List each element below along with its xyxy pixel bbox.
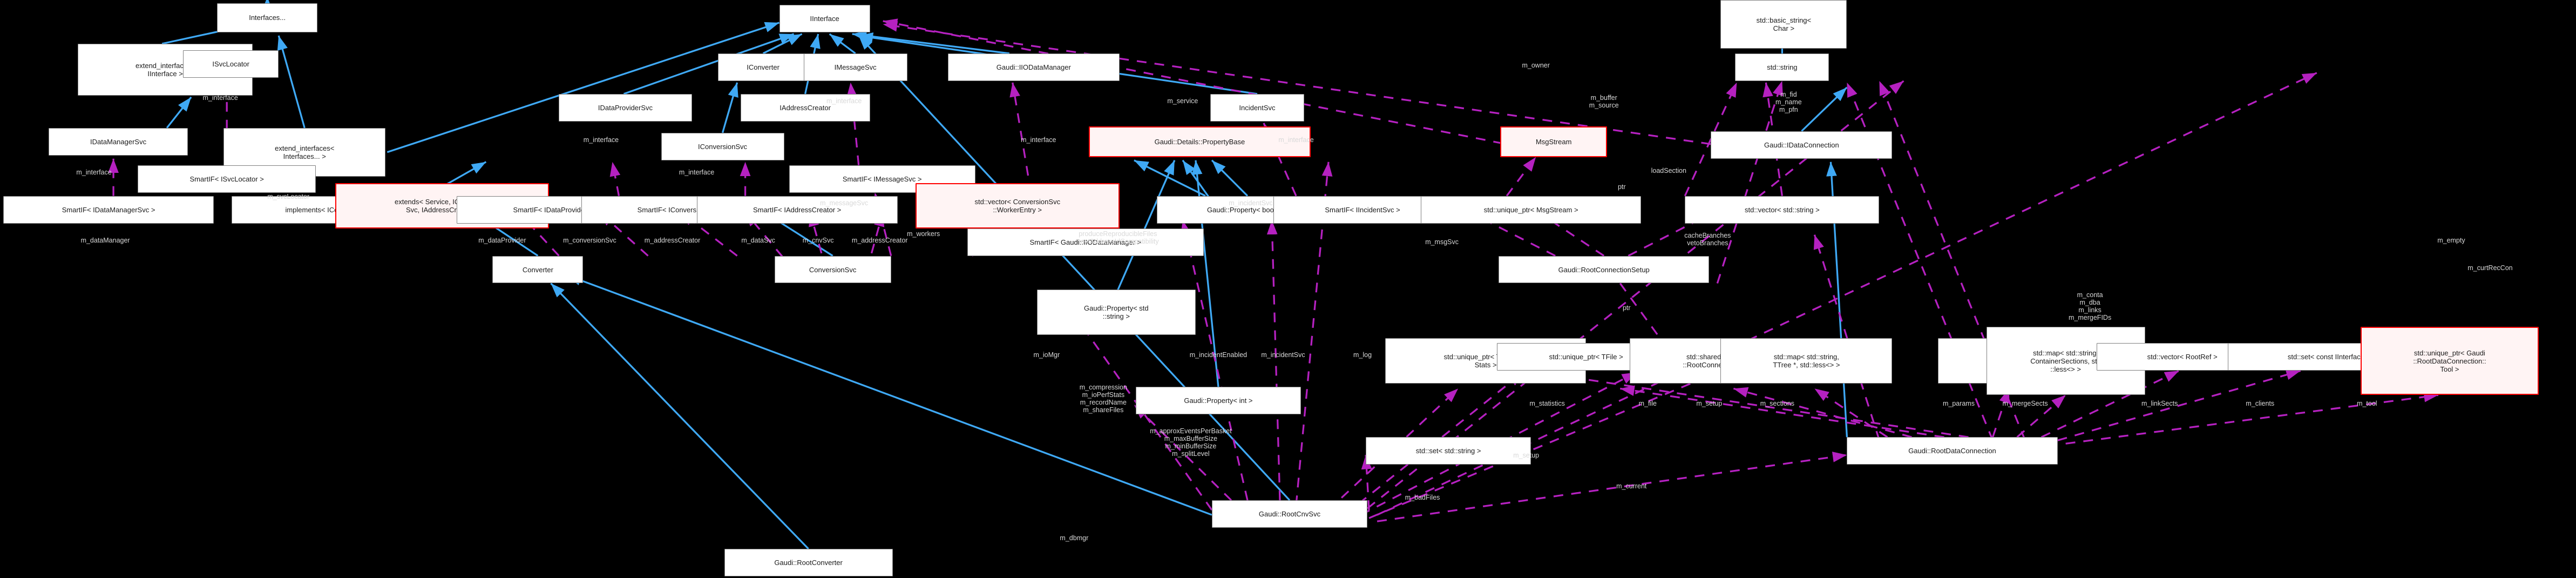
class-node[interactable]: MsgStream (1500, 126, 1608, 157)
edge-label: m_compression m_ioPerfStats m_recordName… (1079, 384, 1127, 414)
edge-label: m_conversionSvc (563, 236, 616, 244)
edge-label: m_dbmgr (1060, 534, 1089, 542)
class-node[interactable]: std::string (1735, 53, 1829, 81)
class-node[interactable]: Gaudi::RootDataConnection (1847, 437, 2058, 465)
class-node[interactable]: Gaudi::Details::PropertyBase (1088, 126, 1311, 157)
edge-label: ptr (1622, 304, 1631, 312)
class-node[interactable]: IInterface (779, 4, 870, 32)
edge-label: m_setup (1513, 452, 1540, 460)
edge-label: m_incidentSvc (1261, 351, 1305, 359)
edge-label: produceReproducibleFiles nextAddressIdCo… (1077, 230, 1159, 245)
class-node[interactable]: IncidentSvc (1210, 93, 1304, 122)
class-node[interactable]: IAddressCreator (740, 93, 870, 122)
edge-label: m_dataManager (80, 236, 130, 244)
class-node[interactable]: SmartIF< IDataManagerSvc > (3, 196, 214, 224)
edge-label: m_buffer m_source (1589, 93, 1619, 109)
class-node[interactable]: SmartIF< ISvcLocator > (138, 165, 316, 193)
class-node[interactable]: ConversionSvc (774, 256, 891, 284)
class-node[interactable]: std::vector< ConversionSvc ::WorkerEntry… (915, 183, 1120, 228)
class-node[interactable]: Interfaces... (217, 3, 318, 32)
edge-label: m_interface (1021, 136, 1056, 144)
class-node[interactable]: Gaudi::RootConverter (724, 549, 893, 576)
class-node[interactable]: Converter (492, 256, 584, 284)
edge-label: m_addressCreator (851, 236, 908, 244)
edge-label: loadSection (1651, 166, 1686, 174)
class-node[interactable]: std::unique_ptr< MsgStream > (1421, 196, 1642, 224)
class-node[interactable]: Gaudi::RootConnectionSetup (1499, 256, 1710, 284)
edge-label: m_linkSects (2141, 400, 2178, 408)
edge-label: m_approxEventsPerBasket m_maxBufferSize … (1150, 427, 1232, 458)
edge-label: m_svcLocator (267, 192, 310, 200)
class-node[interactable]: Gaudi::Property< int > (1135, 387, 1301, 415)
class-node[interactable]: std::unique_ptr< Gaudi ::RootDataConnect… (2360, 327, 2539, 395)
edge-label: m_conta m_dba m_links m_mergeFIDs (2069, 291, 2112, 322)
class-node[interactable]: std::map< std::string, TTree *, std::les… (1720, 338, 1893, 384)
edge-label: m_addressCreator (644, 236, 701, 244)
edge-label: m_sections (1760, 400, 1794, 408)
class-node[interactable]: std::basic_string< Char > (1720, 0, 1847, 49)
class-node[interactable]: std::set< std::string > (1366, 437, 1531, 465)
edge-label: m_interface (202, 93, 238, 102)
edge-label: m_fid m_name m_pfn (1775, 90, 1802, 113)
class-node[interactable]: SmartIF< IAddressCreator > (696, 196, 898, 224)
class-node[interactable]: std::vector< std::string > (1685, 196, 1880, 224)
edge-label: m_interface (679, 168, 715, 176)
class-node[interactable]: ISvcLocator (183, 50, 279, 78)
edge-label: m_ioMgr (1033, 351, 1060, 359)
class-node[interactable]: SmartIF< Gaudi::IIODataManager > (967, 228, 1204, 256)
edge-label: m_tool (2357, 400, 2377, 408)
edge-label: m_empty (2437, 236, 2465, 244)
edge-label: m_current (1616, 482, 1647, 490)
edge-label: m_curtRecCon (2467, 264, 2513, 272)
class-node[interactable]: Gaudi::IDataConnection (1711, 131, 1893, 159)
edge-label: m_badFiles (1405, 494, 1440, 502)
class-node[interactable]: Gaudi::IIODataManager (947, 53, 1120, 81)
edge-label: m_dataSvc (741, 236, 775, 244)
edge-label: m_messageSvc (820, 199, 869, 207)
edge-label: ptr (1617, 183, 1626, 191)
class-node[interactable]: IConversionSvc (661, 132, 784, 160)
edge-label: m_incidentSvc (1229, 199, 1273, 207)
edge-label: m_params (1942, 400, 1975, 408)
edge-label: m_owner (1522, 61, 1550, 69)
class-node[interactable]: IDataManagerSvc (49, 127, 188, 156)
edge-label: m_service (1167, 97, 1198, 105)
edge-label: m_msgSvc (1425, 238, 1459, 246)
edge-label: m_log (1353, 351, 1372, 359)
edge-label: m_setup (1696, 400, 1723, 408)
class-node[interactable]: IDataProviderSvc (559, 93, 692, 122)
edge-label: m_interface (76, 168, 112, 176)
edge-label: m_incidentEnabled (1189, 351, 1248, 359)
edge-label: m_mergeSects (2002, 400, 2048, 408)
edge-label: m_file (1638, 400, 1657, 408)
class-node[interactable]: IMessageSvc (803, 53, 907, 81)
edge-label: m_dataProvider (478, 236, 526, 244)
class-node[interactable]: Gaudi::Property< std ::string > (1036, 290, 1196, 335)
edge-label: m_clients (2246, 400, 2275, 408)
class-node[interactable]: IConverter (717, 53, 809, 81)
edge-label: m_interface (826, 97, 862, 105)
edge-label: cacheBranches vetoBranches (1684, 231, 1731, 247)
class-node[interactable]: Gaudi::RootCnvSvc (1211, 500, 1368, 528)
edge-label: m_interface (583, 136, 619, 144)
edge-label: m_interface (1278, 136, 1314, 144)
edge-label: m_statistics (1529, 400, 1565, 408)
edge-label: m_cnvSvc (802, 236, 834, 244)
edge-label: m_workers (907, 230, 940, 238)
